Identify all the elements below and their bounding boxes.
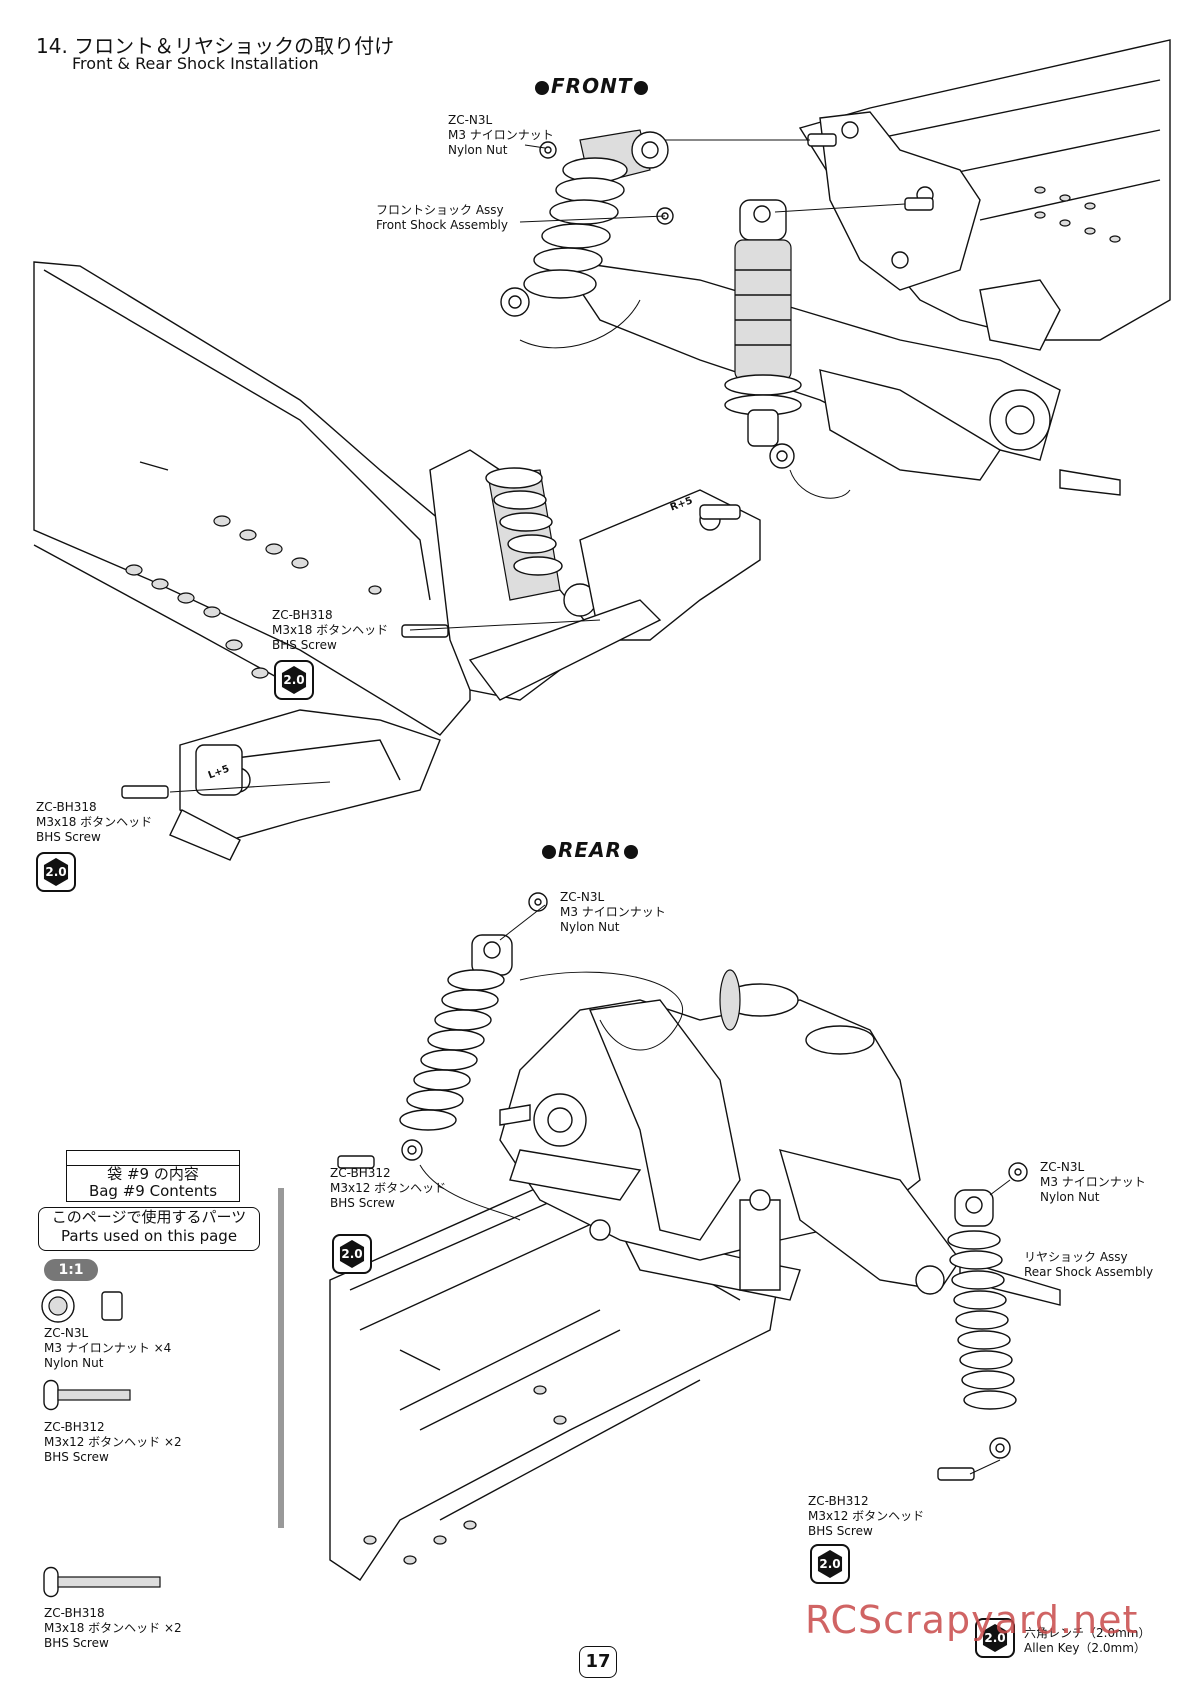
- parts-used-box: このページで使用するパーツ Parts used on this page: [38, 1207, 260, 1251]
- bhs-screw-m3x18-part-icon: [43, 1566, 161, 1598]
- part-desc-en: Nylon Nut: [560, 920, 620, 934]
- step-title-jp: 14. フロント＆リヤショックの取り付け: [36, 34, 395, 58]
- rear-gearbox-assembly: [499, 969, 1061, 1306]
- parts-list-item: ZC-BH312 M3x12 ボタンヘッド ×2 BHS Screw: [44, 1420, 182, 1465]
- part-desc-jp: M3x12 ボタンヘッド ×2: [44, 1435, 182, 1449]
- part-desc-en: BHS Screw: [808, 1524, 873, 1538]
- rear-shock-right: [947, 1189, 1017, 1459]
- part-code: ZC-BH318: [272, 608, 333, 622]
- tool-name-jp: 六角レンチ（2.0mm）: [1024, 1626, 1151, 1640]
- part-desc-en: BHS Screw: [330, 1196, 395, 1210]
- bag-title-en: Bag #9 Contents: [88, 1182, 218, 1200]
- front-left-assembly: [429, 449, 761, 701]
- parts-used-jp: このページで使用するパーツ: [51, 1208, 247, 1226]
- part-desc-en: Front Shock Assembly: [376, 218, 508, 232]
- front-hardware: [121, 133, 934, 799]
- part-code: ZC-N3L: [560, 890, 605, 904]
- sidebar-divider: [278, 1188, 284, 1528]
- rear-shock-callout: リヤショック Assy Rear Shock Assembly: [1024, 1250, 1153, 1280]
- parts-list-item: ZC-N3L M3 ナイロンナット ×4 Nylon Nut: [44, 1326, 171, 1371]
- part-desc-en: BHS Screw: [44, 1450, 109, 1464]
- part-desc-jp: リヤショック Assy: [1024, 1250, 1128, 1264]
- part-desc-jp: M3 ナイロンナット: [560, 905, 666, 919]
- part-code: ZC-BH312: [808, 1494, 869, 1508]
- front-screw-lower-callout: ZC-BH318 M3x18 ボタンヘッド BHS Screw: [36, 800, 152, 845]
- bhs-screw-m3x12-part-icon: [43, 1379, 131, 1411]
- part-desc-en: Nylon Nut: [1040, 1190, 1100, 1204]
- allen-key-badge: 2.0: [975, 1618, 1015, 1658]
- part-code: ZC-N3L: [448, 113, 493, 127]
- part-code: ZC-BH318: [44, 1606, 105, 1620]
- hex-wrench-badge: 2.0: [332, 1234, 372, 1274]
- bullet-icon: [623, 844, 638, 859]
- bag-contents-box: 袋 #9 の内容 Bag #9 Contents: [66, 1150, 240, 1202]
- hex-wrench-badge: 2.0: [274, 660, 314, 700]
- hex-wrench-badge: 2.0: [36, 852, 76, 892]
- front-shock-exploded-left: [500, 129, 669, 349]
- part-code: ZC-BH312: [44, 1420, 105, 1434]
- part-desc-jp: M3x12 ボタンヘッド: [808, 1509, 925, 1523]
- part-desc-jp: フロントショック Assy: [376, 203, 504, 217]
- rear-section-label: REAR: [540, 838, 640, 862]
- watermark: RCScrapyard.net: [805, 1598, 1139, 1642]
- rear-screw-left-callout: ZC-BH312 M3x12 ボタンヘッド BHS Screw: [330, 1166, 446, 1211]
- part-desc-en: BHS Screw: [272, 638, 337, 652]
- part-desc-en: Nylon Nut: [448, 143, 508, 157]
- front-section-label: FRONT: [533, 74, 650, 98]
- parts-list-drawings: [41, 1289, 161, 1598]
- hex-icon: 2.0: [339, 1240, 365, 1268]
- front-screw-upper-callout: ZC-BH318 M3x18 ボタンヘッド BHS Screw: [272, 608, 388, 653]
- bullet-icon: [542, 844, 556, 859]
- part-code: ZC-N3L: [1040, 1160, 1085, 1174]
- step-title-en: Front & Rear Shock Installation: [72, 54, 319, 73]
- part-desc-jp: M3x12 ボタンヘッド: [330, 1181, 447, 1195]
- front-chassis-plate: [33, 261, 471, 736]
- part-desc-jp: M3x18 ボタンヘッド ×2: [44, 1621, 182, 1635]
- part-desc-en: BHS Screw: [36, 830, 101, 844]
- rear-nut-left-callout: ZC-N3L M3 ナイロンナット Nylon Nut: [560, 890, 666, 935]
- scale-badge: 1:1: [44, 1259, 98, 1281]
- hex-icon: 2.0: [43, 858, 69, 886]
- parts-used-en: Parts used on this page: [60, 1227, 238, 1245]
- part-desc-jp: M3 ナイロンナット: [1040, 1175, 1146, 1189]
- tool-legend: 六角レンチ（2.0mm） Allen Key（2.0mm）: [1024, 1626, 1150, 1656]
- front-shock-exploded-right: [724, 199, 851, 499]
- rear-hardware: [337, 892, 1028, 1481]
- front-leader-lines: [169, 139, 906, 793]
- part-code: ZC-BH318: [36, 800, 97, 814]
- part-code: ZC-N3L: [44, 1326, 89, 1340]
- rear-nut-right-callout: ZC-N3L M3 ナイロンナット Nylon Nut: [1040, 1160, 1146, 1205]
- bullet-icon: [535, 80, 549, 95]
- rear-screw-right-callout: ZC-BH312 M3x12 ボタンヘッド BHS Screw: [808, 1494, 924, 1539]
- parts-list-item: ZC-BH318 M3x18 ボタンヘッド ×2 BHS Screw: [44, 1606, 182, 1651]
- front-right-assembly: [558, 39, 1171, 496]
- front-shock-callout: フロントショック Assy Front Shock Assembly: [376, 203, 508, 233]
- front-lower-left-arm: [169, 709, 441, 861]
- bag-title-jp: 袋 #9 の内容: [107, 1165, 199, 1183]
- part-desc-en: Nylon Nut: [44, 1356, 104, 1370]
- part-desc-jp: M3x18 ボタンヘッド: [36, 815, 153, 829]
- hex-icon: 2.0: [281, 666, 307, 694]
- nylon-nut-part-icon: [41, 1289, 123, 1323]
- page-number: 17: [579, 1646, 617, 1678]
- part-desc-jp: M3 ナイロンナット: [448, 128, 554, 142]
- bullet-icon: [634, 80, 649, 95]
- hex-wrench-badge: 2.0: [810, 1544, 850, 1584]
- front-nut-callout: ZC-N3L M3 ナイロンナット Nylon Nut: [448, 113, 554, 158]
- rear-shock-left: [399, 934, 683, 1221]
- part-desc-en: BHS Screw: [44, 1636, 109, 1650]
- part-desc-jp: M3 ナイロンナット ×4: [44, 1341, 172, 1355]
- part-desc-en: Rear Shock Assembly: [1024, 1265, 1154, 1279]
- tool-name-en: Allen Key（2.0mm）: [1024, 1641, 1146, 1655]
- part-code: ZC-BH312: [330, 1166, 391, 1180]
- part-desc-jp: M3x18 ボタンヘッド: [272, 623, 389, 637]
- hex-icon: 2.0: [817, 1550, 843, 1578]
